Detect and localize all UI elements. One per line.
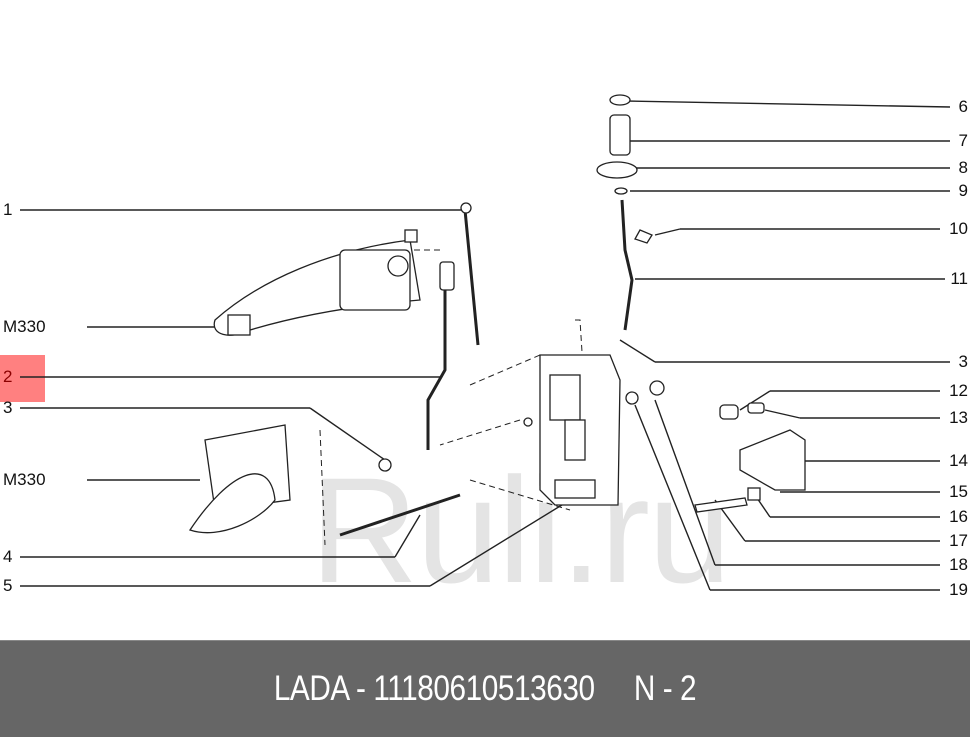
callout-17[interactable]: 17: [949, 531, 968, 550]
callout-3-left[interactable]: 3: [3, 398, 13, 417]
part-number-caption: LADA - 11180610513630 N - 2: [273, 669, 697, 708]
inside-door-handle: [188, 417, 533, 534]
callout-9[interactable]: 9: [958, 181, 968, 200]
striker-assembly: [625, 380, 806, 513]
callout-7[interactable]: 7: [958, 131, 968, 150]
callout-16[interactable]: 16: [949, 507, 968, 526]
callout-13[interactable]: 13: [949, 408, 968, 427]
callout-15[interactable]: 15: [949, 482, 968, 501]
callout-5[interactable]: 5: [3, 576, 13, 595]
leader-lines: [20, 100, 951, 591]
callout-10[interactable]: 10: [949, 219, 968, 238]
highlight-callout-2: [0, 355, 45, 402]
callout-12[interactable]: 12: [949, 381, 968, 400]
diagram-drawing: [20, 94, 951, 591]
callout-11[interactable]: 11: [950, 269, 968, 288]
callout-6[interactable]: 6: [958, 97, 968, 116]
lock-knob: [596, 94, 653, 244]
callout-m330-lower[interactable]: M330: [3, 470, 46, 489]
outside-door-handle: [213, 229, 421, 336]
callout-4[interactable]: 4: [3, 547, 13, 566]
callout-18[interactable]: 18: [949, 555, 968, 574]
callout-8[interactable]: 8: [958, 158, 968, 177]
callout-m330-upper[interactable]: M330: [3, 317, 46, 336]
callout-1[interactable]: 1: [3, 200, 13, 219]
callout-14[interactable]: 14: [949, 451, 968, 470]
door-lock: [539, 354, 621, 506]
rods: [339, 199, 634, 537]
callout-19[interactable]: 19: [949, 580, 968, 599]
footer-bar: LADA - 11180610513630 N - 2: [0, 640, 970, 737]
callout-3-right[interactable]: 3: [958, 352, 968, 371]
callout-2[interactable]: 2: [3, 367, 13, 386]
